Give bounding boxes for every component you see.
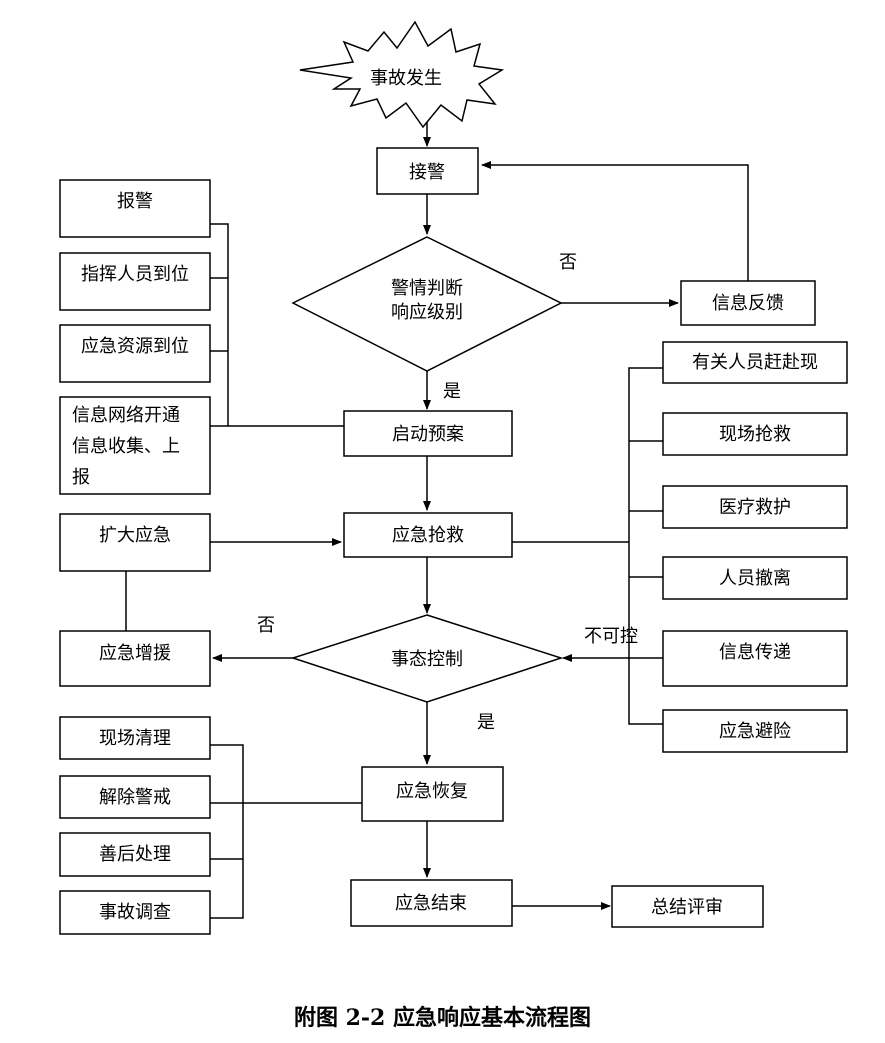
avoid-box xyxy=(662,709,848,753)
bracket-left-top xyxy=(210,223,229,426)
start-node: 事故发生 xyxy=(370,68,442,89)
release-node: 解除警戒 xyxy=(99,787,171,808)
arrive-node: 有关人员赶赴现 xyxy=(692,352,818,373)
connectors xyxy=(125,112,749,919)
edge-label-yes-plan: 是 xyxy=(443,381,461,402)
figure-caption: 附图 2-2 应急响应基本流程图 xyxy=(293,1005,592,1031)
onsite-node: 现场抢救 xyxy=(719,424,791,445)
avoid-node: 应急避险 xyxy=(719,721,791,742)
transmit-node: 信息传递 xyxy=(719,642,791,663)
report-node: 报警 xyxy=(117,191,153,212)
aftermath-node: 善后处理 xyxy=(99,844,171,865)
network-node-line3: 报 xyxy=(72,467,90,488)
edge-label-no-feedback: 否 xyxy=(559,252,577,273)
investigate-box xyxy=(59,890,211,935)
review-node: 总结评审 xyxy=(651,897,723,918)
edge-label-yes-recovery: 是 xyxy=(477,712,495,733)
end-box xyxy=(350,879,513,927)
judge-node-line2: 响应级别 xyxy=(391,302,463,323)
evacuate-node: 人员撤离 xyxy=(719,568,791,589)
end-node: 应急结束 xyxy=(395,893,467,914)
network-box xyxy=(59,396,211,495)
rescue-node: 应急抢救 xyxy=(392,525,464,546)
network-node-line1: 信息网络开通 xyxy=(72,405,180,426)
review-box xyxy=(611,885,764,928)
receive-node: 接警 xyxy=(409,162,445,183)
resource-box xyxy=(59,324,211,383)
shapes xyxy=(59,20,848,935)
expand-box xyxy=(59,513,211,572)
report-box xyxy=(59,179,211,238)
clean-node: 现场清理 xyxy=(99,728,171,749)
medical-node: 医疗救护 xyxy=(719,497,791,518)
edge-feedback-receive xyxy=(481,161,749,281)
network-node-line2: 信息收集、上 xyxy=(72,436,180,457)
recovery-node: 应急恢复 xyxy=(396,781,468,802)
feedback-node: 信息反馈 xyxy=(712,293,784,314)
resource-node: 应急资源到位 xyxy=(81,336,189,357)
control-node: 事态控制 xyxy=(391,649,463,670)
onsite-box xyxy=(662,412,848,456)
control-diamond xyxy=(290,614,564,703)
command-box xyxy=(59,252,211,311)
bracket-right xyxy=(628,367,663,725)
expand-node: 扩大应急 xyxy=(99,525,171,546)
judge-diamond xyxy=(291,236,563,372)
bracket-bottom-left xyxy=(210,744,244,919)
investigate-node: 事故调查 xyxy=(99,902,171,923)
plan-box xyxy=(343,410,513,457)
receive-box xyxy=(376,147,479,195)
medical-box xyxy=(662,485,848,529)
clean-box xyxy=(59,716,211,760)
reinforce-node: 应急增援 xyxy=(99,643,171,664)
evacuate-box xyxy=(662,556,848,600)
edge-label-uncontrollable: 不可控 xyxy=(584,626,638,647)
plan-node: 启动预案 xyxy=(392,424,464,445)
reinforce-box xyxy=(59,630,211,687)
recovery-box xyxy=(361,766,504,822)
flowchart: 事故发生 接警 警情判断 响应级别 信息反馈 启动预案 应急抢救 事态控制 应急… xyxy=(59,20,848,935)
judge-node-line1: 警情判断 xyxy=(391,278,463,299)
rescue-box xyxy=(343,512,513,558)
edge-label-no-reinforce: 否 xyxy=(257,615,275,636)
command-node: 指挥人员到位 xyxy=(81,264,189,285)
start-burst-shape xyxy=(299,20,505,129)
transmit-box xyxy=(662,630,848,687)
arrive-box xyxy=(662,341,848,384)
aftermath-box xyxy=(59,832,211,877)
edge-labels: 否 是 否 是 不可控 xyxy=(257,252,638,733)
node-labels: 事故发生 接警 警情判断 响应级别 信息反馈 启动预案 应急抢救 事态控制 应急… xyxy=(72,68,818,923)
release-box xyxy=(59,775,211,819)
feedback-box xyxy=(680,280,816,326)
